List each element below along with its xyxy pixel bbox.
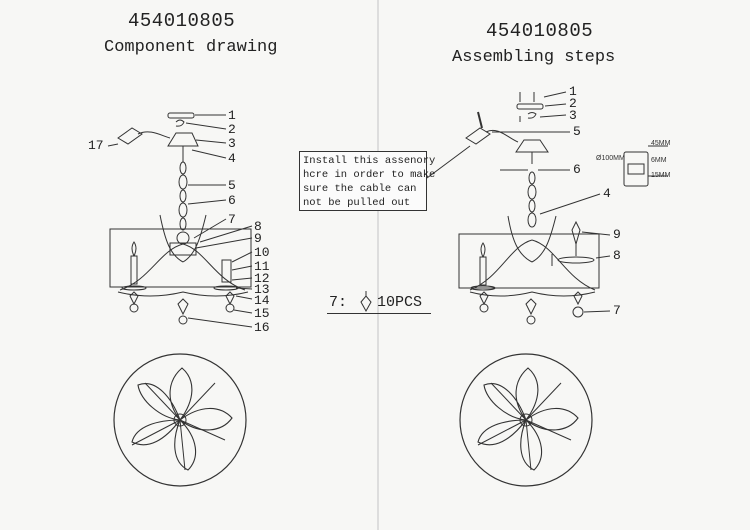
left-shade <box>109 228 252 288</box>
left-callout-14: 14 <box>254 293 270 308</box>
left-callout-6: 6 <box>228 193 236 208</box>
left-callout-3: 3 <box>228 136 236 151</box>
dim-100mm: Ø100MM <box>596 155 625 162</box>
right-chandelier <box>426 91 668 487</box>
install-note: Install this assenory hcre in order to m… <box>299 151 436 211</box>
crystal-count-prefix: 7: <box>329 294 348 311</box>
left-callout-7: 7 <box>228 212 236 227</box>
right-model-number: 454010805 <box>486 20 594 42</box>
left-candle-right <box>221 259 232 283</box>
mounting-detail <box>623 145 668 187</box>
left-chandelier <box>107 112 253 487</box>
left-bottom-view <box>113 353 247 487</box>
right-subtitle: Assembling steps <box>452 48 616 67</box>
left-callout-4: 4 <box>228 151 236 166</box>
install-note-line-3: sure the cable can <box>303 183 417 195</box>
right-callout-5: 5 <box>573 124 581 139</box>
right-bobeche <box>557 256 595 264</box>
crystal-count-underline <box>327 313 431 314</box>
left-callout-17: 17 <box>88 138 104 153</box>
left-callout-15: 15 <box>254 306 270 321</box>
install-note-line-4: not be pulled out <box>303 197 411 209</box>
dim-6mm: 6MM <box>651 157 667 164</box>
left-subtitle: Component drawing <box>104 38 278 57</box>
right-callout-8: 8 <box>613 248 621 263</box>
left-callout-5: 5 <box>228 178 236 193</box>
right-bulb <box>571 220 581 246</box>
install-note-line-2: hcre in order to make <box>303 169 436 181</box>
left-chain <box>178 161 188 231</box>
left-candle <box>130 255 138 285</box>
right-callout-4: 4 <box>603 186 611 201</box>
left-callout-1: 1 <box>228 108 236 123</box>
right-callout-3: 3 <box>569 108 577 123</box>
crystal-count: 10PCS <box>377 294 423 311</box>
dim-15mm: 15MM <box>651 172 671 179</box>
right-callout-2: 2 <box>569 96 577 111</box>
left-callout-8: 8 <box>254 219 262 234</box>
right-callout-1: 1 <box>569 84 577 99</box>
left-hub <box>169 242 197 256</box>
install-note-line-1: Install this assenory <box>303 155 436 167</box>
left-callout-9: 9 <box>254 231 262 246</box>
left-canopy <box>167 132 199 147</box>
right-callout-7: 7 <box>613 303 621 318</box>
right-bottom-view <box>459 353 593 487</box>
left-screw <box>175 119 185 127</box>
right-callout-9: 9 <box>613 227 621 242</box>
right-chain <box>527 171 537 228</box>
right-canopy <box>515 139 549 153</box>
crystal-icon <box>360 291 372 313</box>
right-shade <box>458 233 600 289</box>
left-mount-bracket <box>167 112 195 119</box>
left-callout-2: 2 <box>228 122 236 137</box>
right-callout-6: 6 <box>573 162 581 177</box>
left-callout-16: 16 <box>254 320 270 335</box>
left-callout-12: 12 <box>254 271 270 286</box>
left-callout-11: 11 <box>254 259 270 274</box>
dim-45mm: 45MM <box>651 140 671 147</box>
left-model-number: 454010805 <box>128 10 236 32</box>
left-ceiling-block <box>117 127 143 145</box>
left-callout-10: 10 <box>254 245 270 260</box>
left-callout-13: 13 <box>254 282 270 297</box>
